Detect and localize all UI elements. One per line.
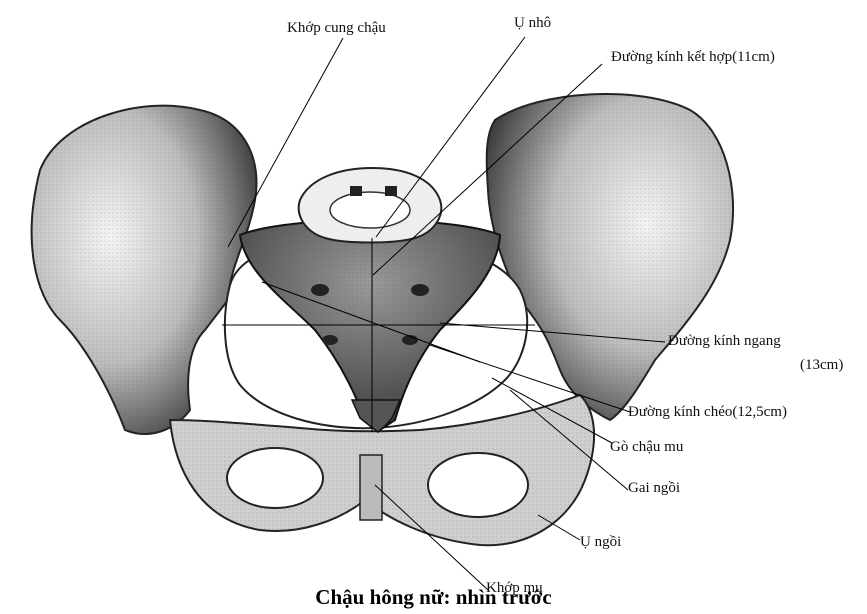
label-u-ngoi: Ụ ngồi <box>580 535 621 550</box>
label-duong-kinh-ket-hop: Đường kính kết hợp(11cm) <box>611 50 775 65</box>
figure-caption: Chậu hông nữ: nhìn trước <box>0 585 867 610</box>
left-ilium <box>32 106 257 434</box>
label-khop-cung-chau: Khớp cung chậu <box>287 21 386 36</box>
right-obturator-foramen <box>428 453 528 517</box>
label-duong-kinh-ngang: Đường kính ngang <box>668 334 781 349</box>
right-ilium <box>487 94 733 420</box>
label-gai-ngoi: Gai ngồi <box>628 481 680 496</box>
pubic-symphysis <box>360 455 382 520</box>
label-go-chau-mu: Gò chậu mu <box>610 440 683 455</box>
left-obturator-foramen <box>227 448 323 508</box>
label-u-nho: Ụ nhô <box>514 16 551 31</box>
label-duong-kinh-ngang-value: (13cm) <box>800 358 843 373</box>
label-duong-kinh-cheo: Đường kính chéo(12,5cm) <box>628 405 787 420</box>
